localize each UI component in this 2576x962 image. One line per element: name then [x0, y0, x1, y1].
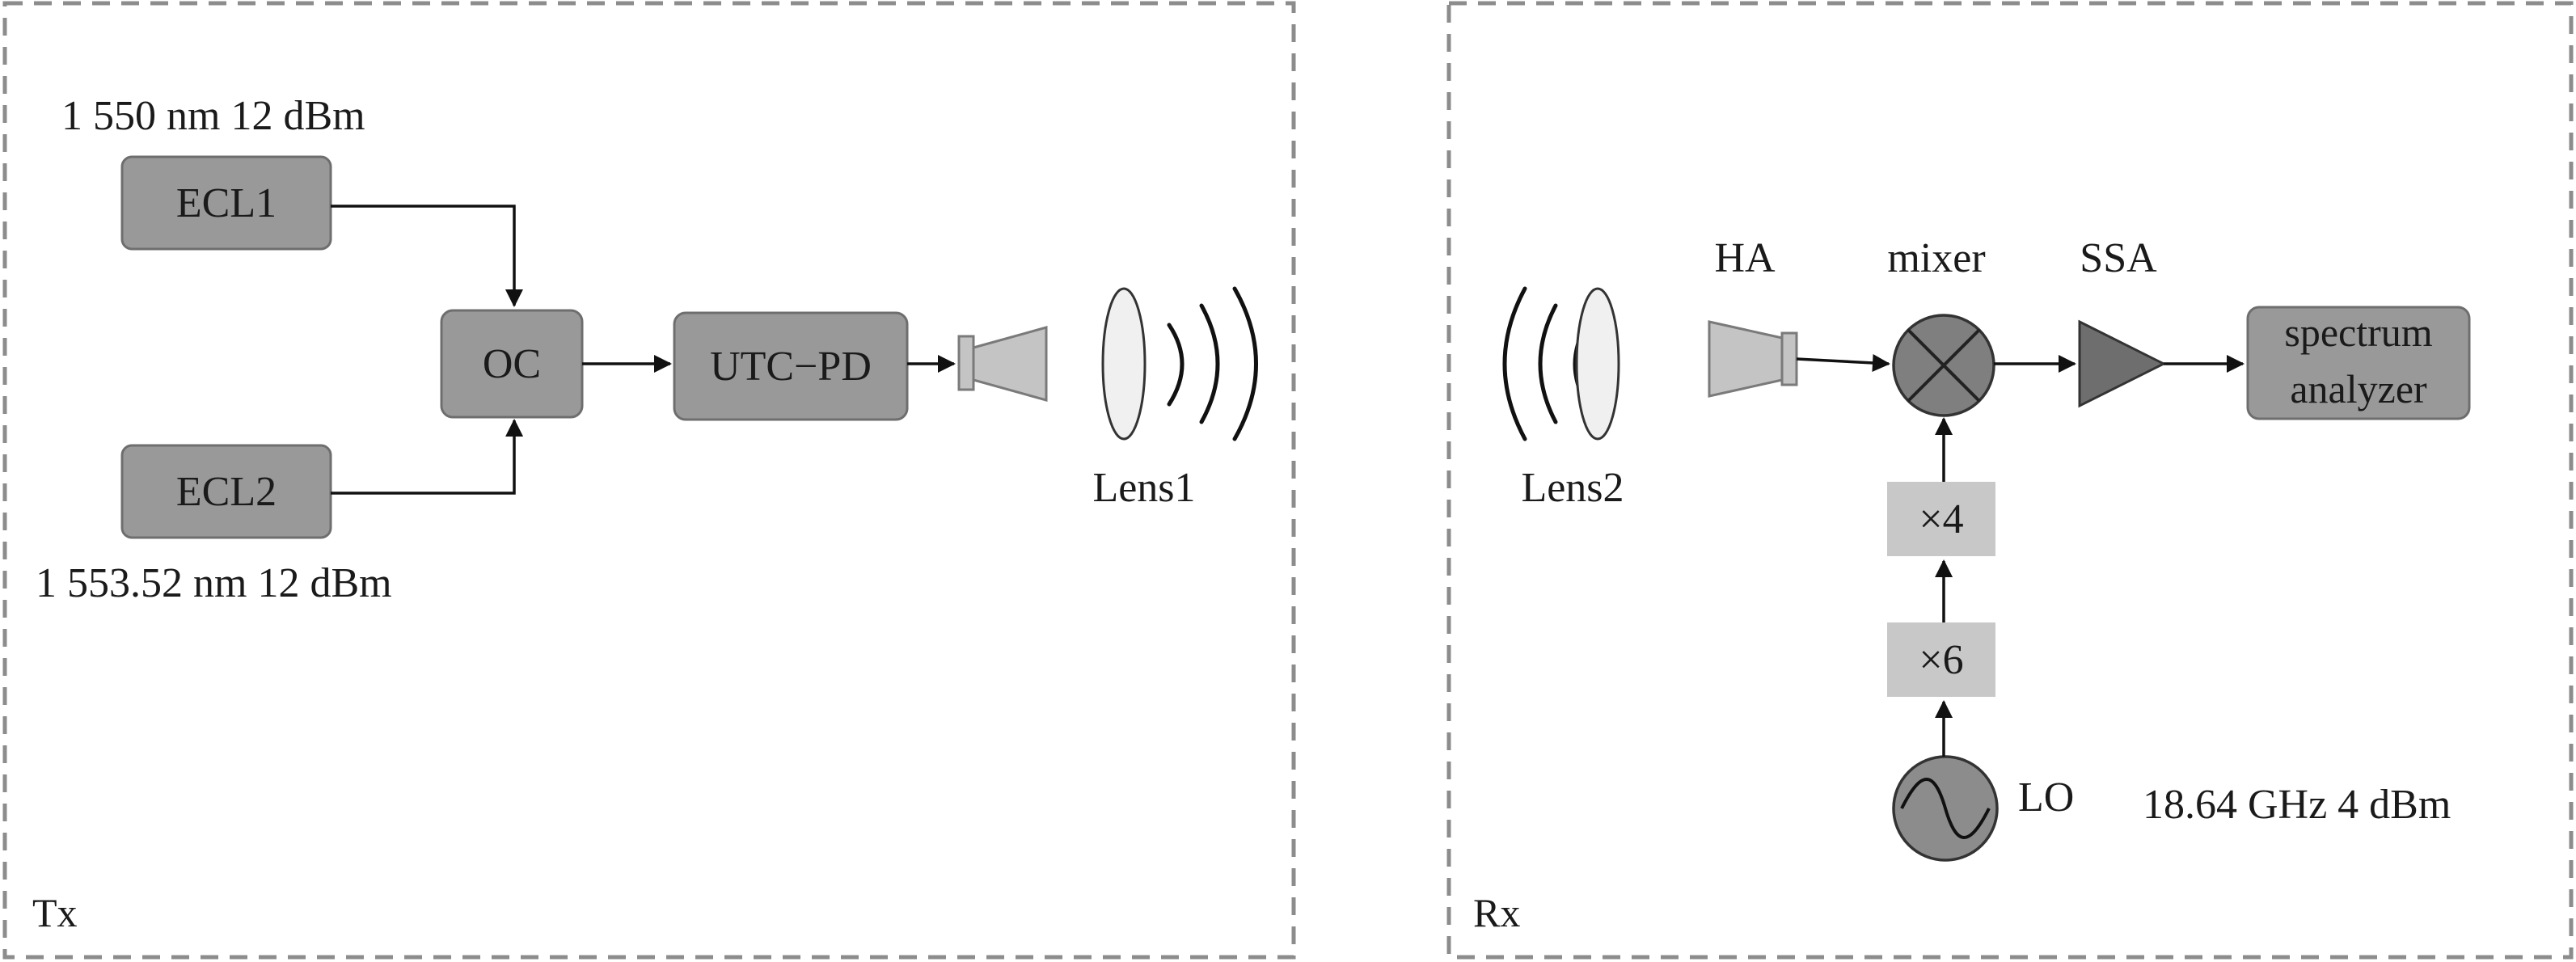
rx-panel-label: Rx: [1473, 890, 1520, 935]
rx-panel-border: [1446, 1, 2574, 960]
ecl1-spec-label: 1 550 nm 12 dBm: [61, 93, 365, 139]
optical-coupler-box: OC: [440, 309, 584, 419]
lens2-icon: [1575, 287, 1620, 441]
lens1-icon: [1101, 287, 1147, 441]
utc-pd-box: UTC−PD: [673, 311, 909, 421]
tx-panel-label: Tx: [32, 890, 78, 935]
multiplier-x6-box: ×6: [1887, 622, 1995, 697]
ecl2-spec-label: 1 553.52 nm 12 dBm: [36, 560, 392, 606]
ecl2-box: ECL2: [120, 444, 332, 539]
tx-radiation-waves-icon: [1167, 286, 1258, 441]
ecl1-box: ECL1: [120, 155, 332, 251]
tx-panel-border: [2, 1, 1296, 960]
rx-panel: Rx Lens2 HA mixer SSA spectrum ana: [1446, 1, 2574, 960]
utc-pd-label: UTC−PD: [710, 344, 872, 390]
multiplier-x4-label: ×4: [1919, 496, 1963, 542]
tx-panel: Tx 1 550 nm 12 dBm ECL1 ECL2 1 553.52 nm…: [2, 1, 1296, 960]
lens1-label: Lens1: [1092, 465, 1195, 511]
mixer-icon: [1892, 314, 1995, 417]
ecl2-to-oc-wire: [331, 418, 524, 495]
ecl1-to-oc-wire: [331, 205, 523, 308]
rx-radiation-waves-icon: [1502, 286, 1589, 441]
spectrum-analyzer-label-line1: spectrum: [2284, 310, 2432, 355]
rx-horn-antenna-icon: [1708, 320, 1798, 398]
multiplier-x4-box: ×4: [1887, 482, 1995, 556]
ecl2-label: ECL2: [176, 469, 277, 515]
tx-horn-antenna-icon: [957, 326, 1048, 402]
horn-antenna-label: HA: [1714, 235, 1776, 281]
ecl1-label: ECL1: [176, 180, 277, 226]
optical-coupler-label: OC: [483, 341, 541, 387]
horn-to-mixer-wire: [1796, 354, 1890, 372]
spectrum-analyzer-box: spectrum analyzer: [2246, 306, 2471, 420]
spectrum-analyzer-label-line2: analyzer: [2290, 366, 2427, 411]
amplifier-triangle-icon: [2078, 319, 2167, 408]
mixer-label: mixer: [1887, 235, 1985, 281]
lens2-label: Lens2: [1521, 465, 1624, 511]
amplifier-label: SSA: [2080, 235, 2157, 281]
local-oscillator-label: LO: [2018, 774, 2074, 821]
local-oscillator-spec-label: 18.64 GHz 4 dBm: [2143, 782, 2451, 828]
multiplier-x6-label: ×6: [1919, 637, 1963, 683]
local-oscillator-icon: [1892, 755, 1999, 862]
